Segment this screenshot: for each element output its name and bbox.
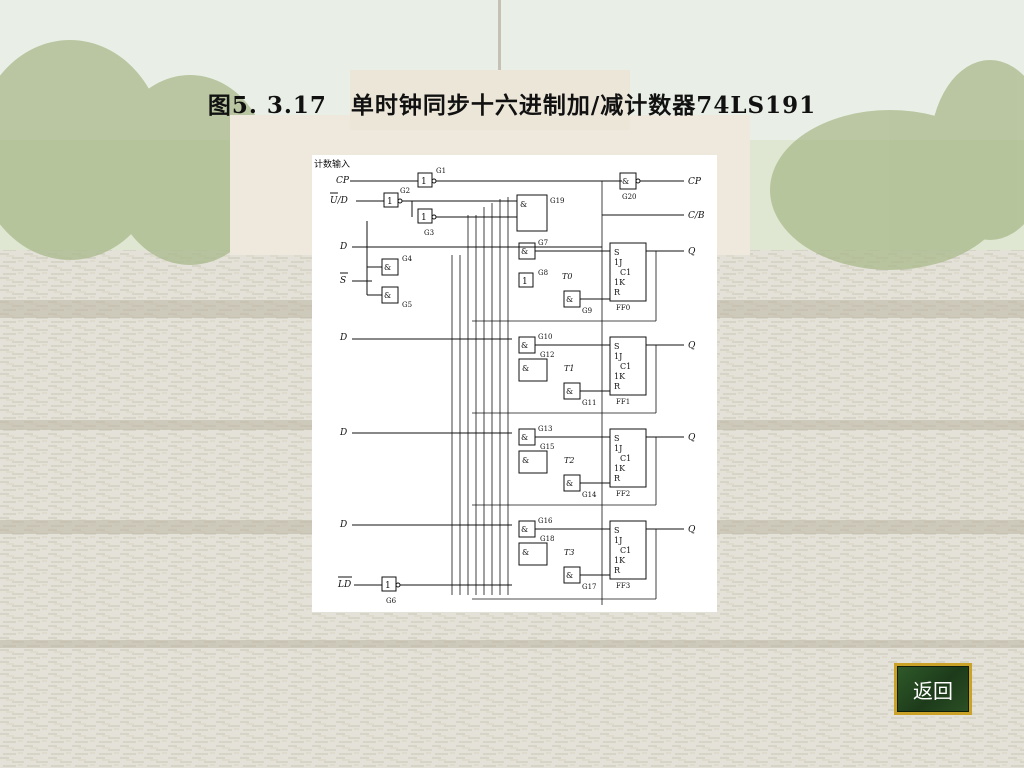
g14-symbol: & [566,479,573,488]
ff0-pin-r: R [614,288,621,297]
input-ud-label: U/D [330,196,348,206]
g19-symbol: & [520,200,527,209]
g3-symbol: 1 [421,213,427,223]
g8-label: G8 [538,269,548,277]
output-q2-label: Q [688,433,696,443]
ff1-pin-s: S [614,342,619,351]
g7-symbol: & [521,247,528,256]
ff3-pin-1j: 1J [614,536,622,545]
ff2-pin-c1: C1 [620,454,631,463]
back-button[interactable]: 返回 [894,663,972,715]
g2-label: G2 [400,187,410,195]
t3-label: T3 [564,548,574,557]
g7-label: G7 [538,239,548,247]
g11-symbol: & [566,387,573,396]
ff3-pin-1k: 1K [614,556,626,565]
ff1-pin-c1: C1 [620,362,631,371]
input-d0-label: D [339,242,347,252]
slide-title: 图5. 3.17 单时钟同步十六进制加/减计数器74LS191 [207,92,817,119]
g6-symbol: 1 [385,581,391,591]
ff0-pin-1k: 1K [614,278,626,287]
g15-label: G15 [540,443,555,451]
ff3-pin-r: R [614,566,621,575]
g18-label: G18 [540,535,555,543]
input-d3-label: D [339,520,347,530]
output-q1-label: Q [688,341,696,351]
g12-label: G12 [540,351,555,359]
ff1-pin-r: R [614,382,621,391]
output-cp-label: CP [688,177,702,187]
g16-symbol: & [521,525,528,534]
g17-label: G17 [582,583,597,591]
ff0-pin-1j: 1J [614,258,622,267]
g18-symbol: & [522,548,529,557]
g20-symbol: & [622,177,629,186]
ff1-pin-1j: 1J [614,352,622,361]
g5-symbol: & [384,291,391,300]
counter-circuit-diagram: 计数输入 CP 1 G1 U/D 1 G2 1 G3 & G19 & G20 C… [312,155,717,612]
g10-symbol: & [521,341,528,350]
ff1-label: FF1 [616,398,630,406]
g12-symbol: & [522,364,529,373]
ff3-label: FF3 [616,582,630,590]
g4-label: G4 [402,255,413,263]
g20-label: G20 [622,193,637,201]
g16-label: G16 [538,517,553,525]
ff3-pin-s: S [614,526,619,535]
output-q0-label: Q [688,247,696,257]
g17-symbol: & [566,571,573,580]
g15-symbol: & [522,456,529,465]
g3-label: G3 [424,229,434,237]
g2-symbol: 1 [387,197,393,207]
ff2-label: FF2 [616,490,630,498]
t0-label: T0 [562,272,572,281]
input-d1-label: D [339,333,347,343]
g4-symbol: & [384,263,391,272]
g19-label: G19 [550,197,565,205]
g1-label: G1 [436,167,446,175]
t2-label: T2 [564,456,574,465]
g9-label: G9 [582,307,592,315]
t1-label: T1 [564,364,574,373]
ff2-pin-r: R [614,474,621,483]
g9-symbol: & [566,295,573,304]
ff0-pin-s: S [614,248,619,257]
ff3-pin-c1: C1 [620,546,631,555]
ff2-pin-s: S [614,434,619,443]
g10-label: G10 [538,333,553,341]
g8-symbol: 1 [522,277,528,287]
g1-symbol: 1 [421,177,427,187]
g5-label: G5 [402,301,412,309]
g13-symbol: & [521,433,528,442]
input-ld-label: LD [337,580,351,590]
input-s-label: S [340,276,346,286]
ff0-label: FF0 [616,304,630,312]
g6-label: G6 [386,597,397,605]
ff2-pin-1j: 1J [614,444,622,453]
ff1-pin-1k: 1K [614,372,626,381]
output-cb-label: C/B [688,211,705,221]
counter-input-caption: 计数输入 [314,158,350,170]
g11-label: G11 [582,399,597,407]
input-cp-label: CP [336,176,350,186]
input-d2-label: D [339,428,347,438]
g13-label: G13 [538,425,553,433]
ff0-pin-c1: C1 [620,268,631,277]
ff2-pin-1k: 1K [614,464,626,473]
output-q3-label: Q [688,525,696,535]
g14-label: G14 [582,491,597,499]
